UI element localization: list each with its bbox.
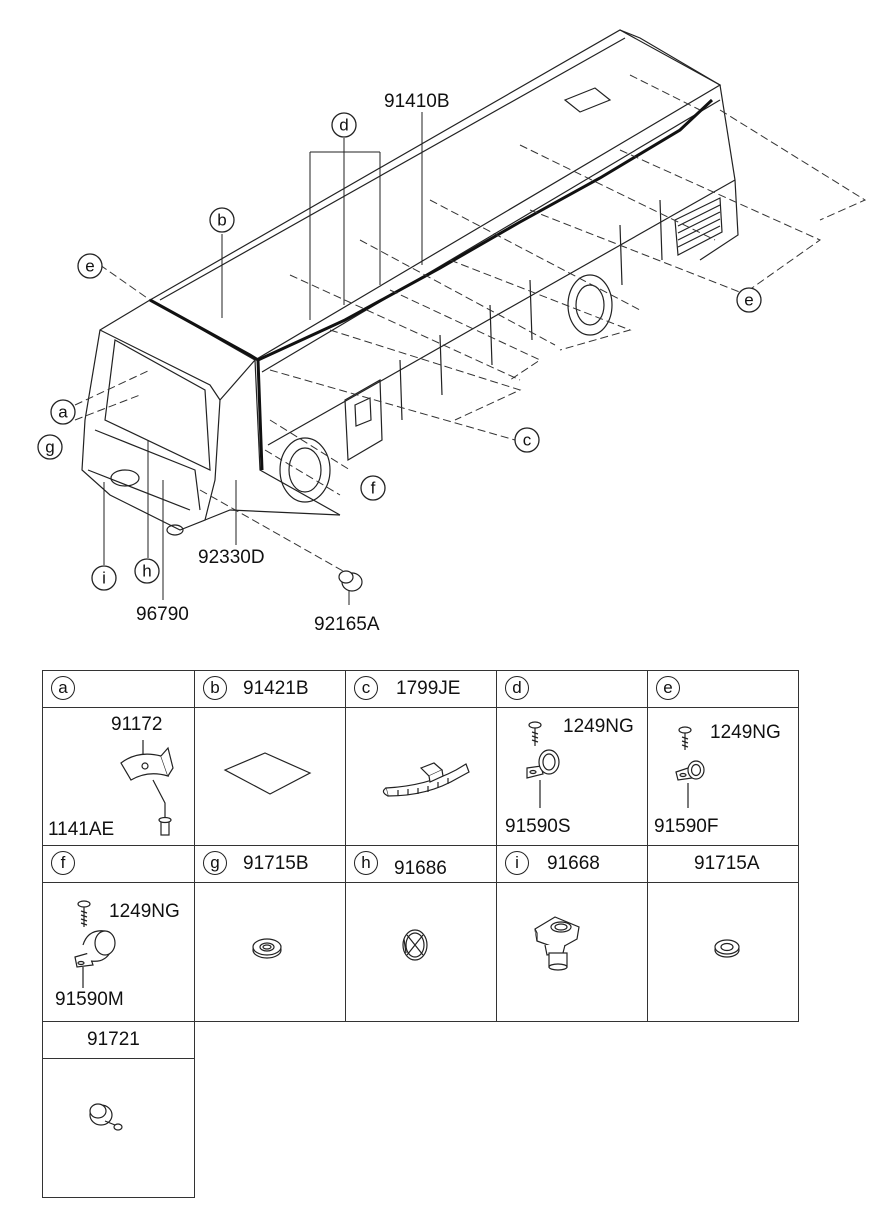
table-cell-e: 1249NG 91590F <box>647 707 799 846</box>
callout-f: f <box>360 475 386 501</box>
part-label-1249NG: 1249NG <box>563 716 634 737</box>
svg-text:b: b <box>217 211 226 230</box>
svg-text:g: g <box>45 438 54 457</box>
header-part-code: 91721 <box>87 1029 140 1050</box>
table-cell-g <box>194 882 346 1022</box>
callout-e-rear: e <box>736 287 762 313</box>
plug-91686-icon <box>402 929 428 961</box>
header-part-code: 1799JE <box>396 678 461 699</box>
front-wiring-harness <box>149 298 264 471</box>
part-label-91172: 91172 <box>111 714 163 735</box>
header-letter-circle: d <box>505 676 529 700</box>
table-header-b: b 91421B <box>194 670 346 708</box>
svg-text:c: c <box>523 431 532 450</box>
callout-a: a <box>50 399 76 425</box>
part-label-1249NG: 1249NG <box>710 722 781 743</box>
header-letter-circle: e <box>656 676 680 700</box>
grommet-92165A-icon <box>338 570 363 592</box>
part-label-91410B: 91410B <box>384 91 450 112</box>
header-letter-circle: c <box>354 676 378 700</box>
svg-text:e: e <box>85 257 94 276</box>
table-header-e: e <box>647 670 799 708</box>
callout-c: c <box>514 427 540 453</box>
header-letter-circle: h <box>354 851 378 875</box>
part-label-96790: 96790 <box>136 604 189 625</box>
svg-text:a: a <box>58 403 68 422</box>
callout-e-front: e <box>77 253 103 279</box>
table-header-d: d <box>496 670 648 708</box>
table-cell-h <box>345 882 497 1022</box>
label-leaders <box>103 112 423 605</box>
table-cell-b <box>194 707 346 846</box>
svg-text:i: i <box>102 569 106 588</box>
header-part-code: 91668 <box>547 853 600 874</box>
table-cell-91715A <box>647 882 799 1022</box>
callout-d: d <box>331 112 357 138</box>
table-cell-c <box>345 707 497 846</box>
header-part-code: 91686 <box>394 858 447 879</box>
header-part-code: 91715B <box>243 853 309 874</box>
table-header-91721: 91721 <box>42 1021 195 1059</box>
svg-text:e: e <box>744 291 753 310</box>
table-header-a: a <box>42 670 195 708</box>
part-label-91590S: 91590S <box>505 816 571 837</box>
table-header-h: h 91686 <box>345 845 497 883</box>
header-letter-circle: g <box>203 851 227 875</box>
part-label-1249NG: 1249NG <box>109 901 180 922</box>
header-part-code: 91421B <box>243 678 309 699</box>
tape-91421B-icon <box>223 752 312 795</box>
clip-91172-icon <box>120 740 174 836</box>
table-cell-f: 1249NG 91590M <box>42 882 195 1022</box>
table-cell-a: 91172 1141AE <box>42 707 195 846</box>
grommet-91715A-icon <box>714 939 740 958</box>
bus-wiring-diagram: a b c d e e f g h i 91410B 92330D 96790 … <box>37 29 867 635</box>
callout-i: i <box>91 565 117 591</box>
plug-91721-icon <box>89 1103 123 1131</box>
part-label-1141AE: 1141AE <box>48 819 115 840</box>
table-cell-d: 1249NG 91590S <box>496 707 648 846</box>
clamp-91590F-icon <box>675 726 705 808</box>
table-header-c: c 1799JE <box>345 670 497 708</box>
parts-table: a b 91421B c 1799JE d e 91172 1141AE <box>0 660 886 1211</box>
bus-body-outline <box>81 29 739 536</box>
header-letter-circle: f <box>51 851 75 875</box>
part-label-91590M: 91590M <box>55 989 124 1010</box>
clamp-91590M-icon <box>74 900 116 988</box>
clip-91668-icon <box>534 916 580 971</box>
callout-g: g <box>37 434 63 460</box>
table-header-i: i 91668 <box>496 845 648 883</box>
cable-tie-1799JE-icon <box>382 762 470 797</box>
grommet-91715B-icon <box>252 938 282 959</box>
callout-h: h <box>134 558 160 584</box>
header-letter-circle: a <box>51 676 75 700</box>
table-cell-91721 <box>42 1058 195 1198</box>
header-letter-circle: i <box>505 851 529 875</box>
clamp-91590S-icon <box>526 721 560 808</box>
part-label-92330D: 92330D <box>198 547 265 568</box>
callout-b: b <box>209 207 235 233</box>
table-header-g: g 91715B <box>194 845 346 883</box>
svg-text:h: h <box>142 562 151 581</box>
svg-text:f: f <box>371 479 376 498</box>
header-letter-circle: b <box>203 676 227 700</box>
header-part-code: 91715A <box>694 853 760 874</box>
leader-lines <box>74 74 867 576</box>
table-header-91715A: 91715A <box>647 845 799 883</box>
table-header-f: f <box>42 845 195 883</box>
part-label-92165A: 92165A <box>314 614 380 635</box>
part-label-91590F: 91590F <box>654 816 719 837</box>
main-wiring-harness <box>257 98 714 362</box>
svg-text:d: d <box>339 116 348 135</box>
table-cell-i <box>496 882 648 1022</box>
